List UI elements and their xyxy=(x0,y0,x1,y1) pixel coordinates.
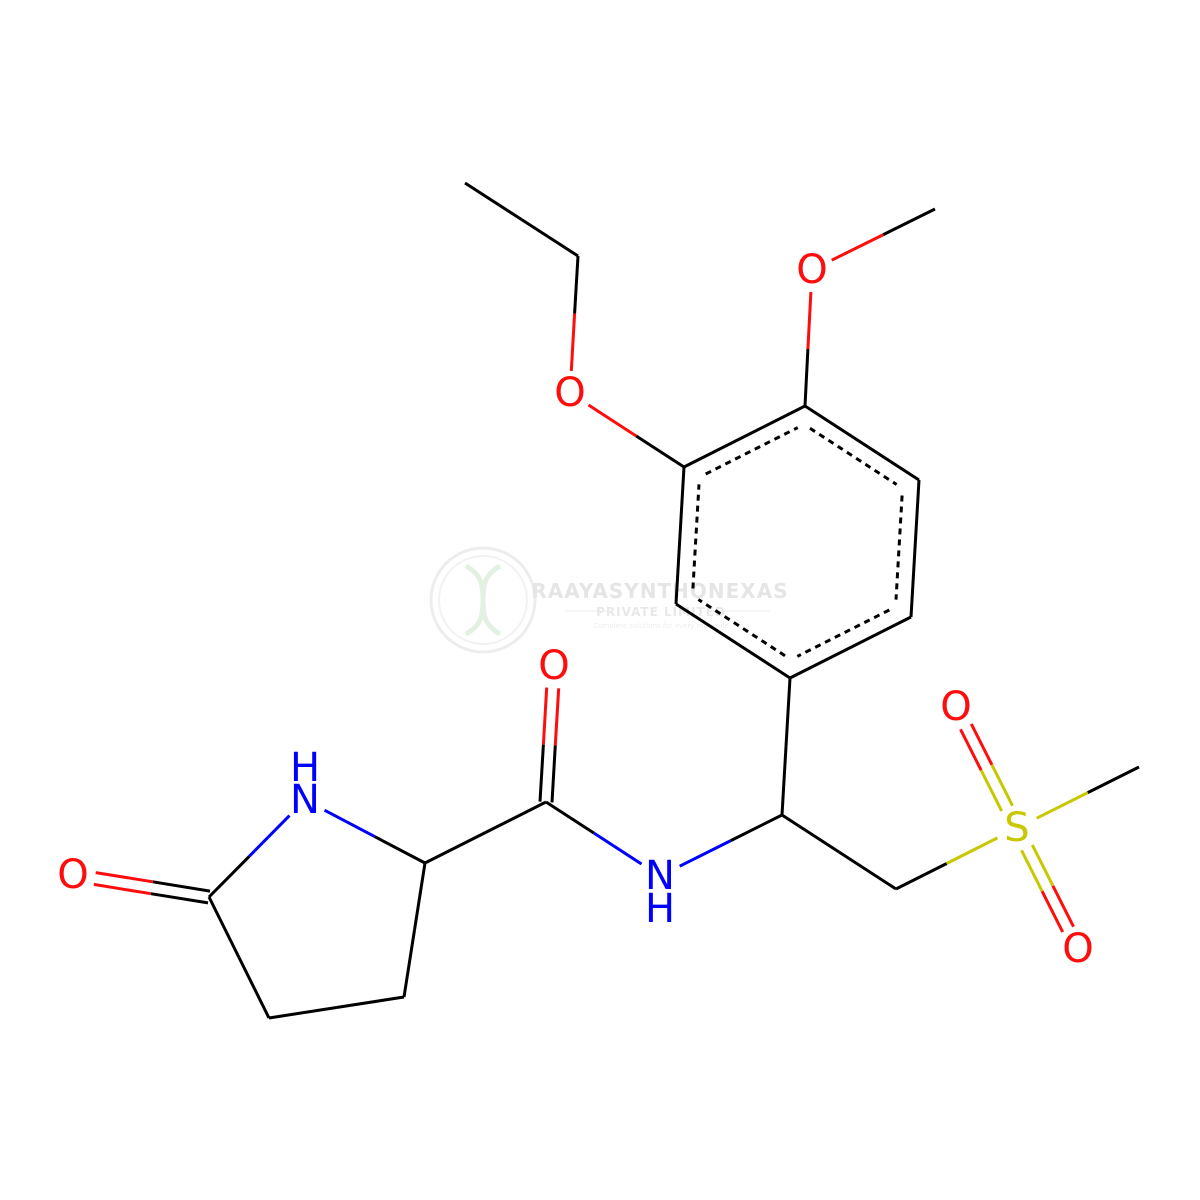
atom-n_amide: N xyxy=(645,853,675,899)
bond-c_ethyl_ch2-o_ethoxy-half-b xyxy=(569,313,577,372)
atom-o_carbonyl: O xyxy=(538,643,569,689)
bond-c_ring3-c_ring4-outer xyxy=(909,479,921,618)
bond-c_ring2-c_ring3-outer xyxy=(804,404,920,482)
bond-c_carbonyl-o_carbonyl-line2-half-b xyxy=(541,687,549,745)
bond-c_lactam_co-c_ring_b-half-a xyxy=(207,896,241,959)
bond-s_sulfonyl-o_s_top-line2-half-a xyxy=(979,769,1004,812)
bond-c_alpha-n_lactam-half-a xyxy=(374,835,426,865)
bond-c_methine-c_ch2s-half-b xyxy=(838,850,897,891)
bond-c_ethyl_end-c_ethyl_ch2-half-b xyxy=(520,218,579,258)
watermark-dna-helix-icon xyxy=(464,563,502,637)
bond-c_carbonyl-o_carbonyl-line1-half-a xyxy=(550,745,557,803)
bond-n_lactam-c_lactam_co-half-a xyxy=(248,814,291,858)
bond-c_methine-c_ch2s-half-a xyxy=(781,813,840,854)
atom-o_methoxy: O xyxy=(796,247,827,293)
bond-layer xyxy=(93,181,1140,1020)
bond-n_amide-c_carbonyl-half-a xyxy=(592,831,643,866)
atom-n_lactam: N xyxy=(290,777,320,823)
bond-s_sulfonyl-o_s_bottom-line2-half-b xyxy=(1051,885,1075,928)
bond-c_ring5-c_ring6-outer xyxy=(675,602,791,680)
bond-c_ring5-c_methine-half-a xyxy=(784,677,792,747)
bond-c_lactam_co-o_lactam-line2-half-a xyxy=(150,892,209,905)
watermark-tagline: Complete solutions for every molecule xyxy=(593,622,728,630)
bond-c_carbonyl-o_carbonyl-line2-half-a xyxy=(538,744,545,802)
bond-o_ethoxy-c_ring1-half-a xyxy=(587,403,638,438)
atom-s_sulfonyl: S xyxy=(1004,805,1029,851)
bond-c_ring2-o_methoxy-half-a xyxy=(803,348,810,407)
atom-o_ethoxy: O xyxy=(554,370,585,416)
bond-s_sulfonyl-o_s_bottom-line2-half-a xyxy=(1030,844,1055,887)
bond-c_ring1-c_ring2-outer xyxy=(683,404,806,469)
bond-s_sulfonyl-c_s_methyl-half-b xyxy=(1087,765,1140,794)
bond-c_carbonyl-o_carbonyl-line1-half-b xyxy=(553,688,561,746)
bond-c_methine-n_amide-half-a xyxy=(730,813,783,842)
bond-c_ch2s-s_sulfonyl-half-b xyxy=(946,836,999,865)
watermark-subtitle: PRIVATE LIMITED xyxy=(596,605,726,619)
atom-o_lactam: O xyxy=(57,852,88,898)
bond-c_ring4-c_ring5-outer xyxy=(789,615,912,680)
bond-c_carbonyl-c_alpha-half-a xyxy=(484,800,547,834)
bond-n_amide-c_carbonyl-half-b xyxy=(545,800,595,835)
bond-c_ring5-c_methine-half-b xyxy=(780,746,788,816)
bond-c_ring_a-c_alpha-half-a xyxy=(402,929,416,998)
bond-c_ring_b-c_ring_a-half-a xyxy=(268,1006,337,1020)
watermark-logo-inner-ring-icon xyxy=(438,555,528,645)
atom-o_s_top: O xyxy=(940,684,971,730)
bond-c_lactam_co-o_lactam-line1-half-b xyxy=(95,871,154,884)
bond-s_sulfonyl-o_s_top-line2-half-b xyxy=(959,728,983,771)
bond-c_alpha-n_lactam-half-b xyxy=(323,808,376,838)
atom-h_amide: H xyxy=(645,886,675,932)
bond-s_sulfonyl-c_s_methyl-half-a xyxy=(1036,791,1089,820)
bond-c_methine-n_amide-half-b xyxy=(679,839,732,868)
bond-c_ring_a-c_alpha-half-b xyxy=(413,862,427,931)
bond-o_methoxy-c_methoxy-half-a xyxy=(831,233,885,262)
bond-c_lactam_co-c_ring_b-half-b xyxy=(237,956,271,1019)
bond-o_methoxy-c_methoxy-half-b xyxy=(882,207,936,236)
bond-s_sulfonyl-o_s_bottom-line1-half-b xyxy=(1040,890,1065,933)
atom-label-layer: O O S O O N O N O H H xyxy=(57,247,1093,972)
bond-c_ring6-c_ring1-outer xyxy=(674,466,686,605)
watermark-title: RAAYASYNTHONEXAS xyxy=(531,579,788,603)
atom-o_s_bottom: O xyxy=(1062,926,1093,972)
bond-c_ethyl_end-c_ethyl_ch2-half-a xyxy=(464,181,523,221)
bond-c_lactam_co-o_lactam-line2-half-b xyxy=(93,882,152,896)
bond-s_sulfonyl-o_s_top-line1-half-a xyxy=(990,764,1014,807)
company-watermark: RAAYASYNTHONEXAS PRIVATE LIMITED Complet… xyxy=(429,546,788,654)
bond-o_ethoxy-c_ring1-half-b xyxy=(635,434,685,469)
bond-c_ring_b-c_ring_a-half-b xyxy=(336,995,405,1009)
bond-c_ethyl_ch2-o_ethoxy-half-a xyxy=(573,255,580,314)
atom-h_lactam: H xyxy=(290,745,320,791)
watermark-logo-ring-icon xyxy=(429,546,537,654)
bond-c_ch2s-s_sulfonyl-half-a xyxy=(895,862,948,891)
bond-c_carbonyl-c_alpha-half-b xyxy=(424,831,487,865)
bond-c_ring2-o_methoxy-half-b xyxy=(806,291,813,350)
bond-s_sulfonyl-o_s_top-line1-half-b xyxy=(969,723,994,766)
bond-c_lactam_co-o_lactam-line1-half-a xyxy=(152,880,211,893)
bond-s_sulfonyl-o_s_bottom-line1-half-a xyxy=(1020,849,1044,892)
bond-n_lactam-c_lactam_co-half-b xyxy=(207,855,251,899)
